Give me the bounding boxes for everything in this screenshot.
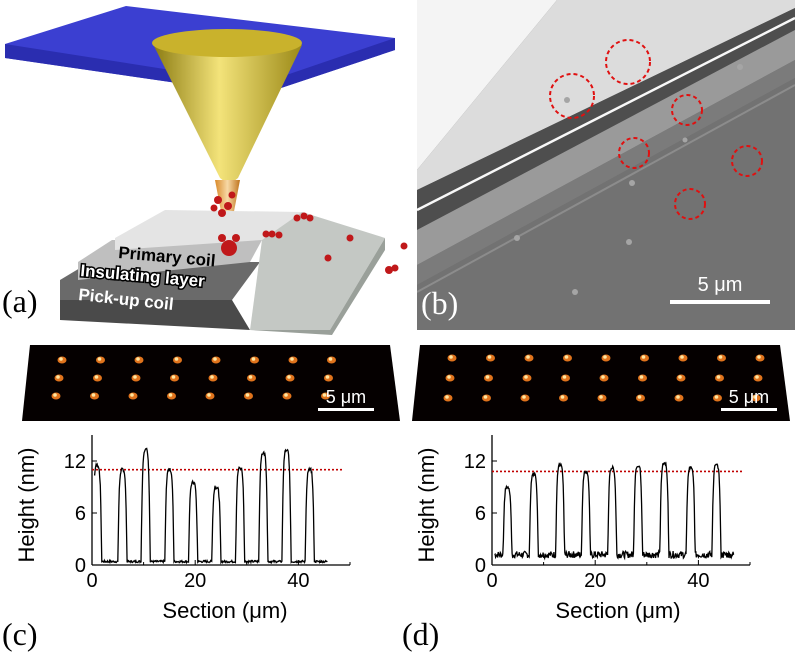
schematic-panel-a: Primary coil Insulating layer Pick-up co… xyxy=(2,6,408,335)
x-tick-label: 20 xyxy=(184,570,206,592)
height-profile-chart-d: 0 6 12 0 20 40 Height (nm) Section (μm) (d) xyxy=(402,435,751,652)
y-tick-label: 12 xyxy=(464,451,486,473)
x-tick-label: 0 xyxy=(486,570,497,592)
y-tick-label: 0 xyxy=(75,555,86,577)
particle-markers xyxy=(549,39,763,220)
scale-bar xyxy=(318,408,374,411)
x-axis-title: Section (μm) xyxy=(162,598,287,623)
scale-bar-label: 5 μm xyxy=(326,387,366,407)
x-axis-title: Section (μm) xyxy=(555,598,680,623)
afm-tip xyxy=(152,34,302,182)
sem-image-panel-b: 5 μm (b) xyxy=(417,0,795,330)
x-tick-label: 20 xyxy=(584,570,606,592)
panel-label-a: (a) xyxy=(2,283,38,319)
x-tick-label: 40 xyxy=(687,570,709,592)
y-axis-title: Height (nm) xyxy=(14,448,39,563)
particle-clusters xyxy=(210,191,408,274)
y-tick-label: 6 xyxy=(475,503,486,525)
y-tick-label: 0 xyxy=(475,555,486,577)
scale-bar-label: 5 μm xyxy=(698,274,743,296)
height-profile-line xyxy=(93,447,328,565)
insulating-layer xyxy=(78,240,262,280)
primary-coil-layer xyxy=(115,210,302,250)
x-tick-label: 40 xyxy=(287,570,309,592)
y-tick-label: 6 xyxy=(75,503,86,525)
scale-bar xyxy=(670,300,770,304)
height-profile-chart-c: 0 6 12 0 20 40 Height (nm) Section (μm) (c) xyxy=(2,435,351,652)
afm-image-c: 5 μm xyxy=(22,345,400,421)
panel-label-c: (c) xyxy=(2,616,38,652)
panel-label-d: (d) xyxy=(402,616,439,652)
y-tick-label: 12 xyxy=(64,451,86,473)
y-axis-title: Height (nm) xyxy=(414,448,439,563)
height-profile-line xyxy=(494,461,735,561)
afm-image-d: 5 μm xyxy=(412,345,790,421)
x-tick-label: 0 xyxy=(86,570,97,592)
scale-bar xyxy=(721,408,777,411)
scale-bar-label: 5 μm xyxy=(729,387,769,407)
panel-label-b: (b) xyxy=(421,285,458,321)
